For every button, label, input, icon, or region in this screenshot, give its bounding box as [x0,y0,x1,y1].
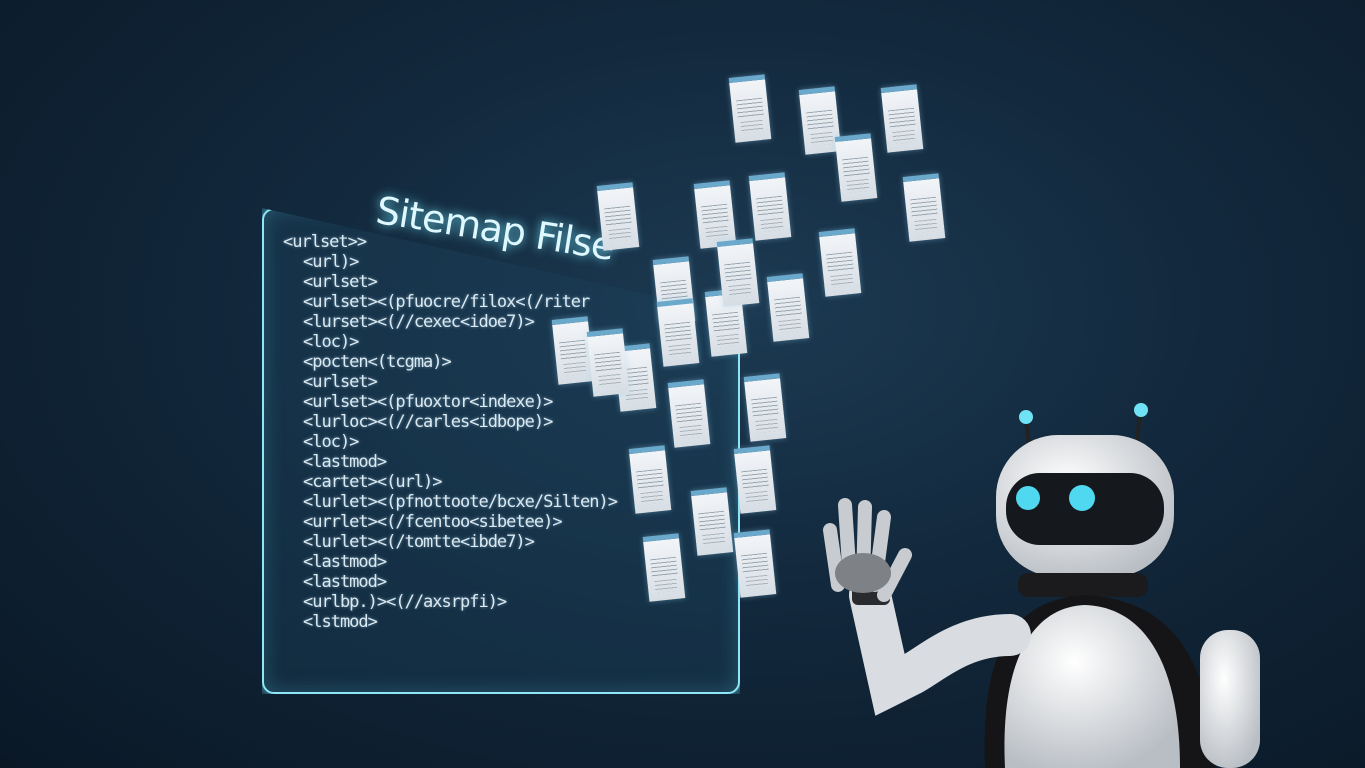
robot [823,403,1260,768]
robot-eye-right [1069,485,1095,511]
code-line: <url)> [303,252,359,272]
document-card [667,379,711,448]
code-line: <loc)> [303,432,359,452]
document-card [818,228,862,297]
document-card [766,273,810,342]
code-line: <lurloc><(//carles<idbope)> [303,412,553,432]
robot-eye-left [1016,486,1040,510]
code-line: <lurlet><(/tomtte<ibde7)> [303,532,535,552]
document-card [656,298,700,367]
code-line: <urlset><(pfuoxtor<indexe)> [303,392,553,412]
robot-hand [823,498,912,602]
code-line: <urlbp.)><(//axsrpfi)> [303,592,507,612]
document-card [834,133,878,202]
code-line: <urlset><(pfuocre/filox<(/riter [303,292,590,312]
document-card [748,172,792,241]
code-block: <urlset>><url)><urlset><urlset><(pfuocre… [283,232,618,632]
code-line: <urlset> [303,272,378,292]
document-card [728,74,772,143]
document-card [693,180,737,249]
document-card [902,173,946,242]
code-line: <loc)> [303,332,359,352]
code-line: <lurlet><(pfnottoote/bcxe/Silten)> [303,492,618,512]
code-line: <cartet><(url)> [303,472,443,492]
document-card [642,533,686,602]
antenna-right [1134,403,1148,417]
code-line: <lastmod> [303,572,387,592]
document-card [716,238,760,307]
code-line: <pocten<(tcgma)> [303,352,452,372]
code-line: <urlset> [303,372,378,392]
document-card [628,445,672,514]
antenna-left [1019,410,1033,424]
code-line: <urlset>> [283,232,367,252]
code-line: <lstmod> [303,612,378,632]
code-line: <lastmod> [303,452,387,472]
code-line: <urrlet><(/fcentoo<sibetee)> [303,512,563,532]
document-card [690,487,734,556]
code-line: <lurset><(//cexec<idoe7)> [303,312,535,332]
code-line: <lastmod> [303,552,387,572]
document-card [880,84,924,153]
